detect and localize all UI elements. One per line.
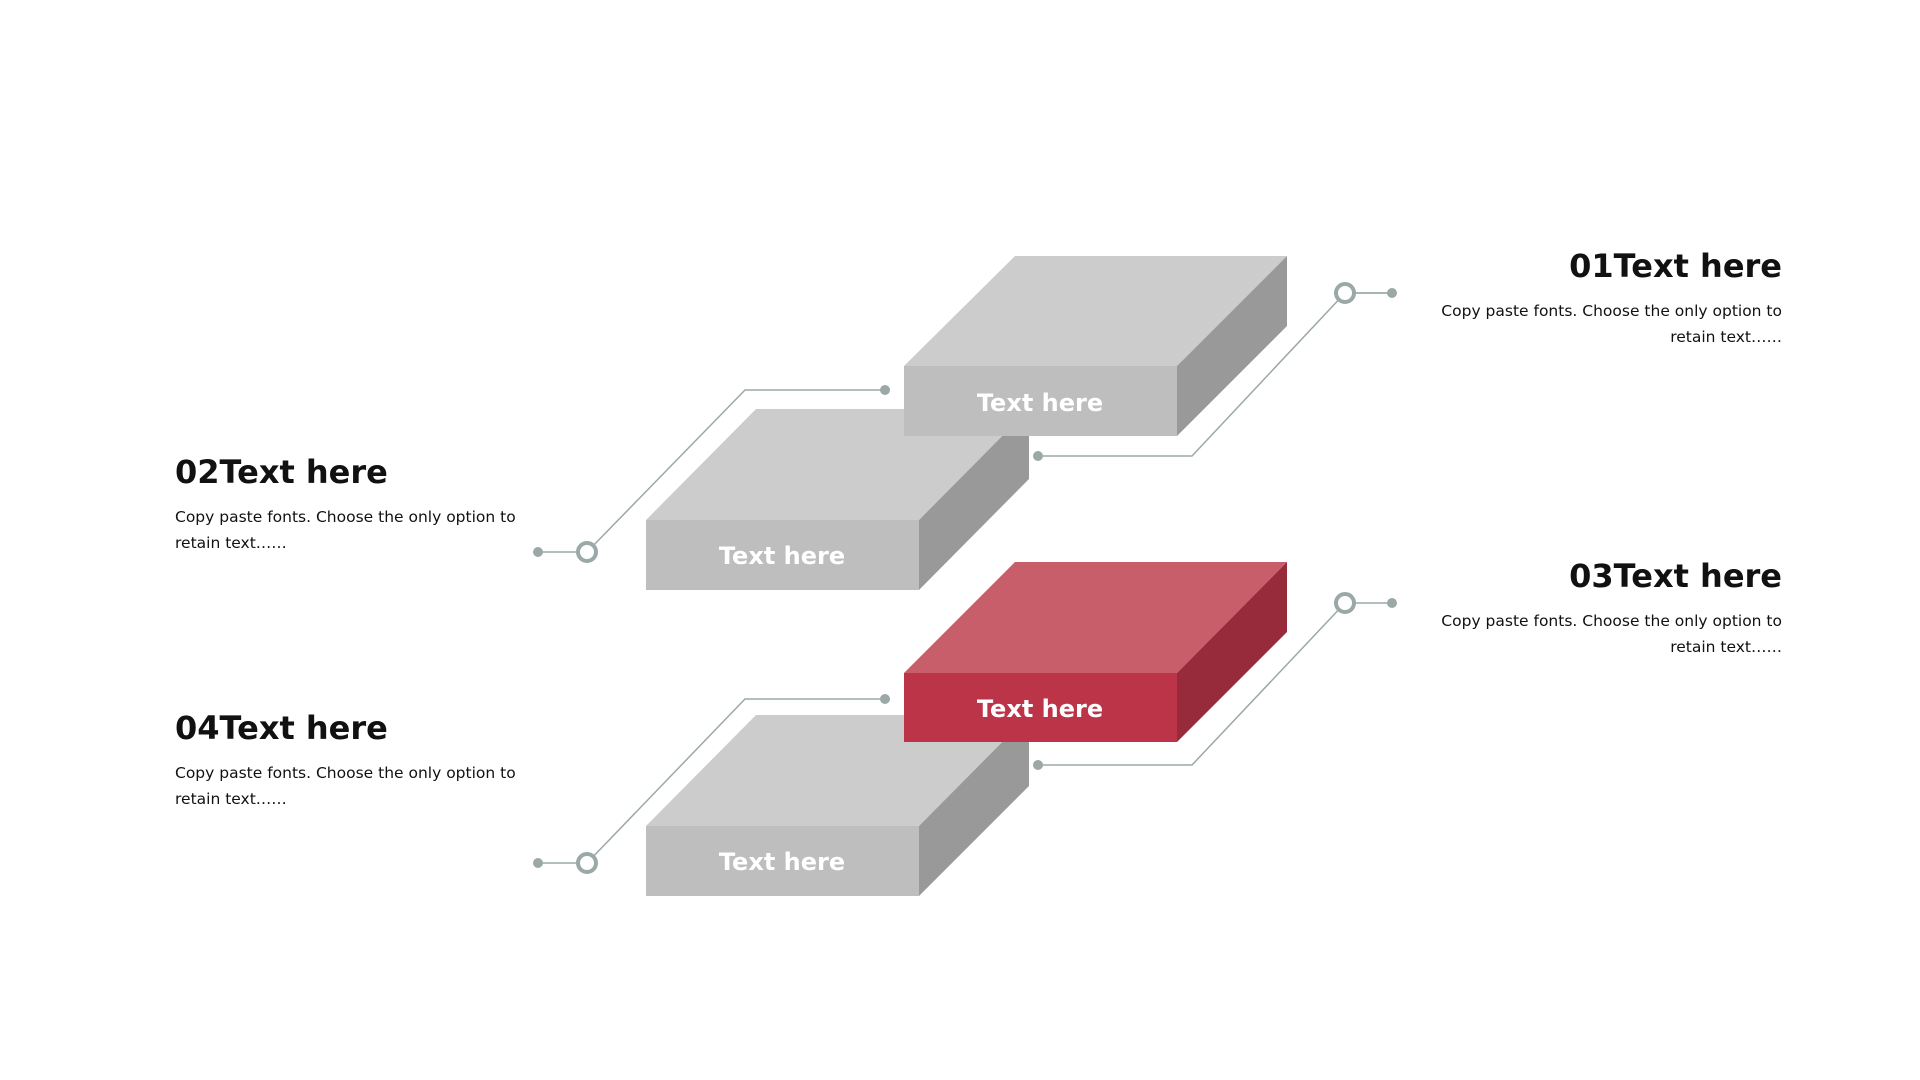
box-top-face: [646, 409, 1029, 520]
box-side-face: [919, 715, 1029, 896]
item-02: 02Text here Copy paste fonts. Choose the…: [175, 452, 535, 556]
connector-dot: [880, 694, 890, 704]
box-side-face: [1177, 256, 1287, 436]
item-description: Copy paste fonts. Choose the only option…: [175, 508, 516, 552]
connector-line: [538, 698, 885, 864]
item-title: 01Text here: [1569, 247, 1782, 285]
box-front-face: [904, 673, 1177, 742]
box-front-face: [646, 520, 919, 590]
connector-ring: [1334, 282, 1356, 304]
connector-ring: [576, 541, 598, 563]
item-01: 01Text here Copy paste fonts. Choose the…: [1422, 246, 1782, 350]
connector-line: [1038, 602, 1392, 766]
connector-dot: [533, 858, 543, 868]
item-description: Copy paste fonts. Choose the only option…: [175, 764, 516, 808]
box-front-face: [646, 826, 919, 896]
box-side-face: [919, 409, 1029, 590]
connector-01: [1033, 282, 1397, 461]
connector-dot: [1387, 598, 1397, 608]
box-label: Text here: [977, 695, 1103, 723]
connector-dot: [880, 385, 890, 395]
connector-04: [533, 694, 890, 874]
item-title: 04Text here: [175, 709, 388, 747]
box-front-face: [904, 366, 1177, 436]
connector-dot: [1033, 760, 1043, 770]
item-04: 04Text here Copy paste fonts. Choose the…: [175, 708, 535, 812]
connector-ring: [1334, 592, 1356, 614]
step-box-4: Text here: [646, 715, 1029, 896]
item-03: 03Text here Copy paste fonts. Choose the…: [1422, 556, 1782, 660]
connector-dot: [533, 547, 543, 557]
connector-dot: [1033, 451, 1043, 461]
box-top-face: [646, 715, 1029, 826]
connector-02: [533, 385, 890, 563]
box-side-face: [1177, 562, 1287, 742]
item-description: Copy paste fonts. Choose the only option…: [1441, 302, 1782, 346]
connector-dot: [1387, 288, 1397, 298]
box-top-face: [904, 562, 1287, 673]
box-top-face: [904, 256, 1287, 366]
item-title: 02Text here: [175, 453, 388, 491]
step-box-1: Text here: [904, 256, 1287, 436]
connector-ring: [576, 852, 598, 874]
box-label: Text here: [719, 542, 845, 570]
connector-03: [1033, 592, 1397, 770]
box-label: Text here: [977, 389, 1103, 417]
step-box-3: Text here: [904, 562, 1287, 742]
connector-line: [538, 389, 885, 553]
item-title: 03Text here: [1569, 557, 1782, 595]
box-label: Text here: [719, 848, 845, 876]
item-description: Copy paste fonts. Choose the only option…: [1441, 612, 1782, 656]
step-box-2: Text here: [646, 409, 1029, 590]
